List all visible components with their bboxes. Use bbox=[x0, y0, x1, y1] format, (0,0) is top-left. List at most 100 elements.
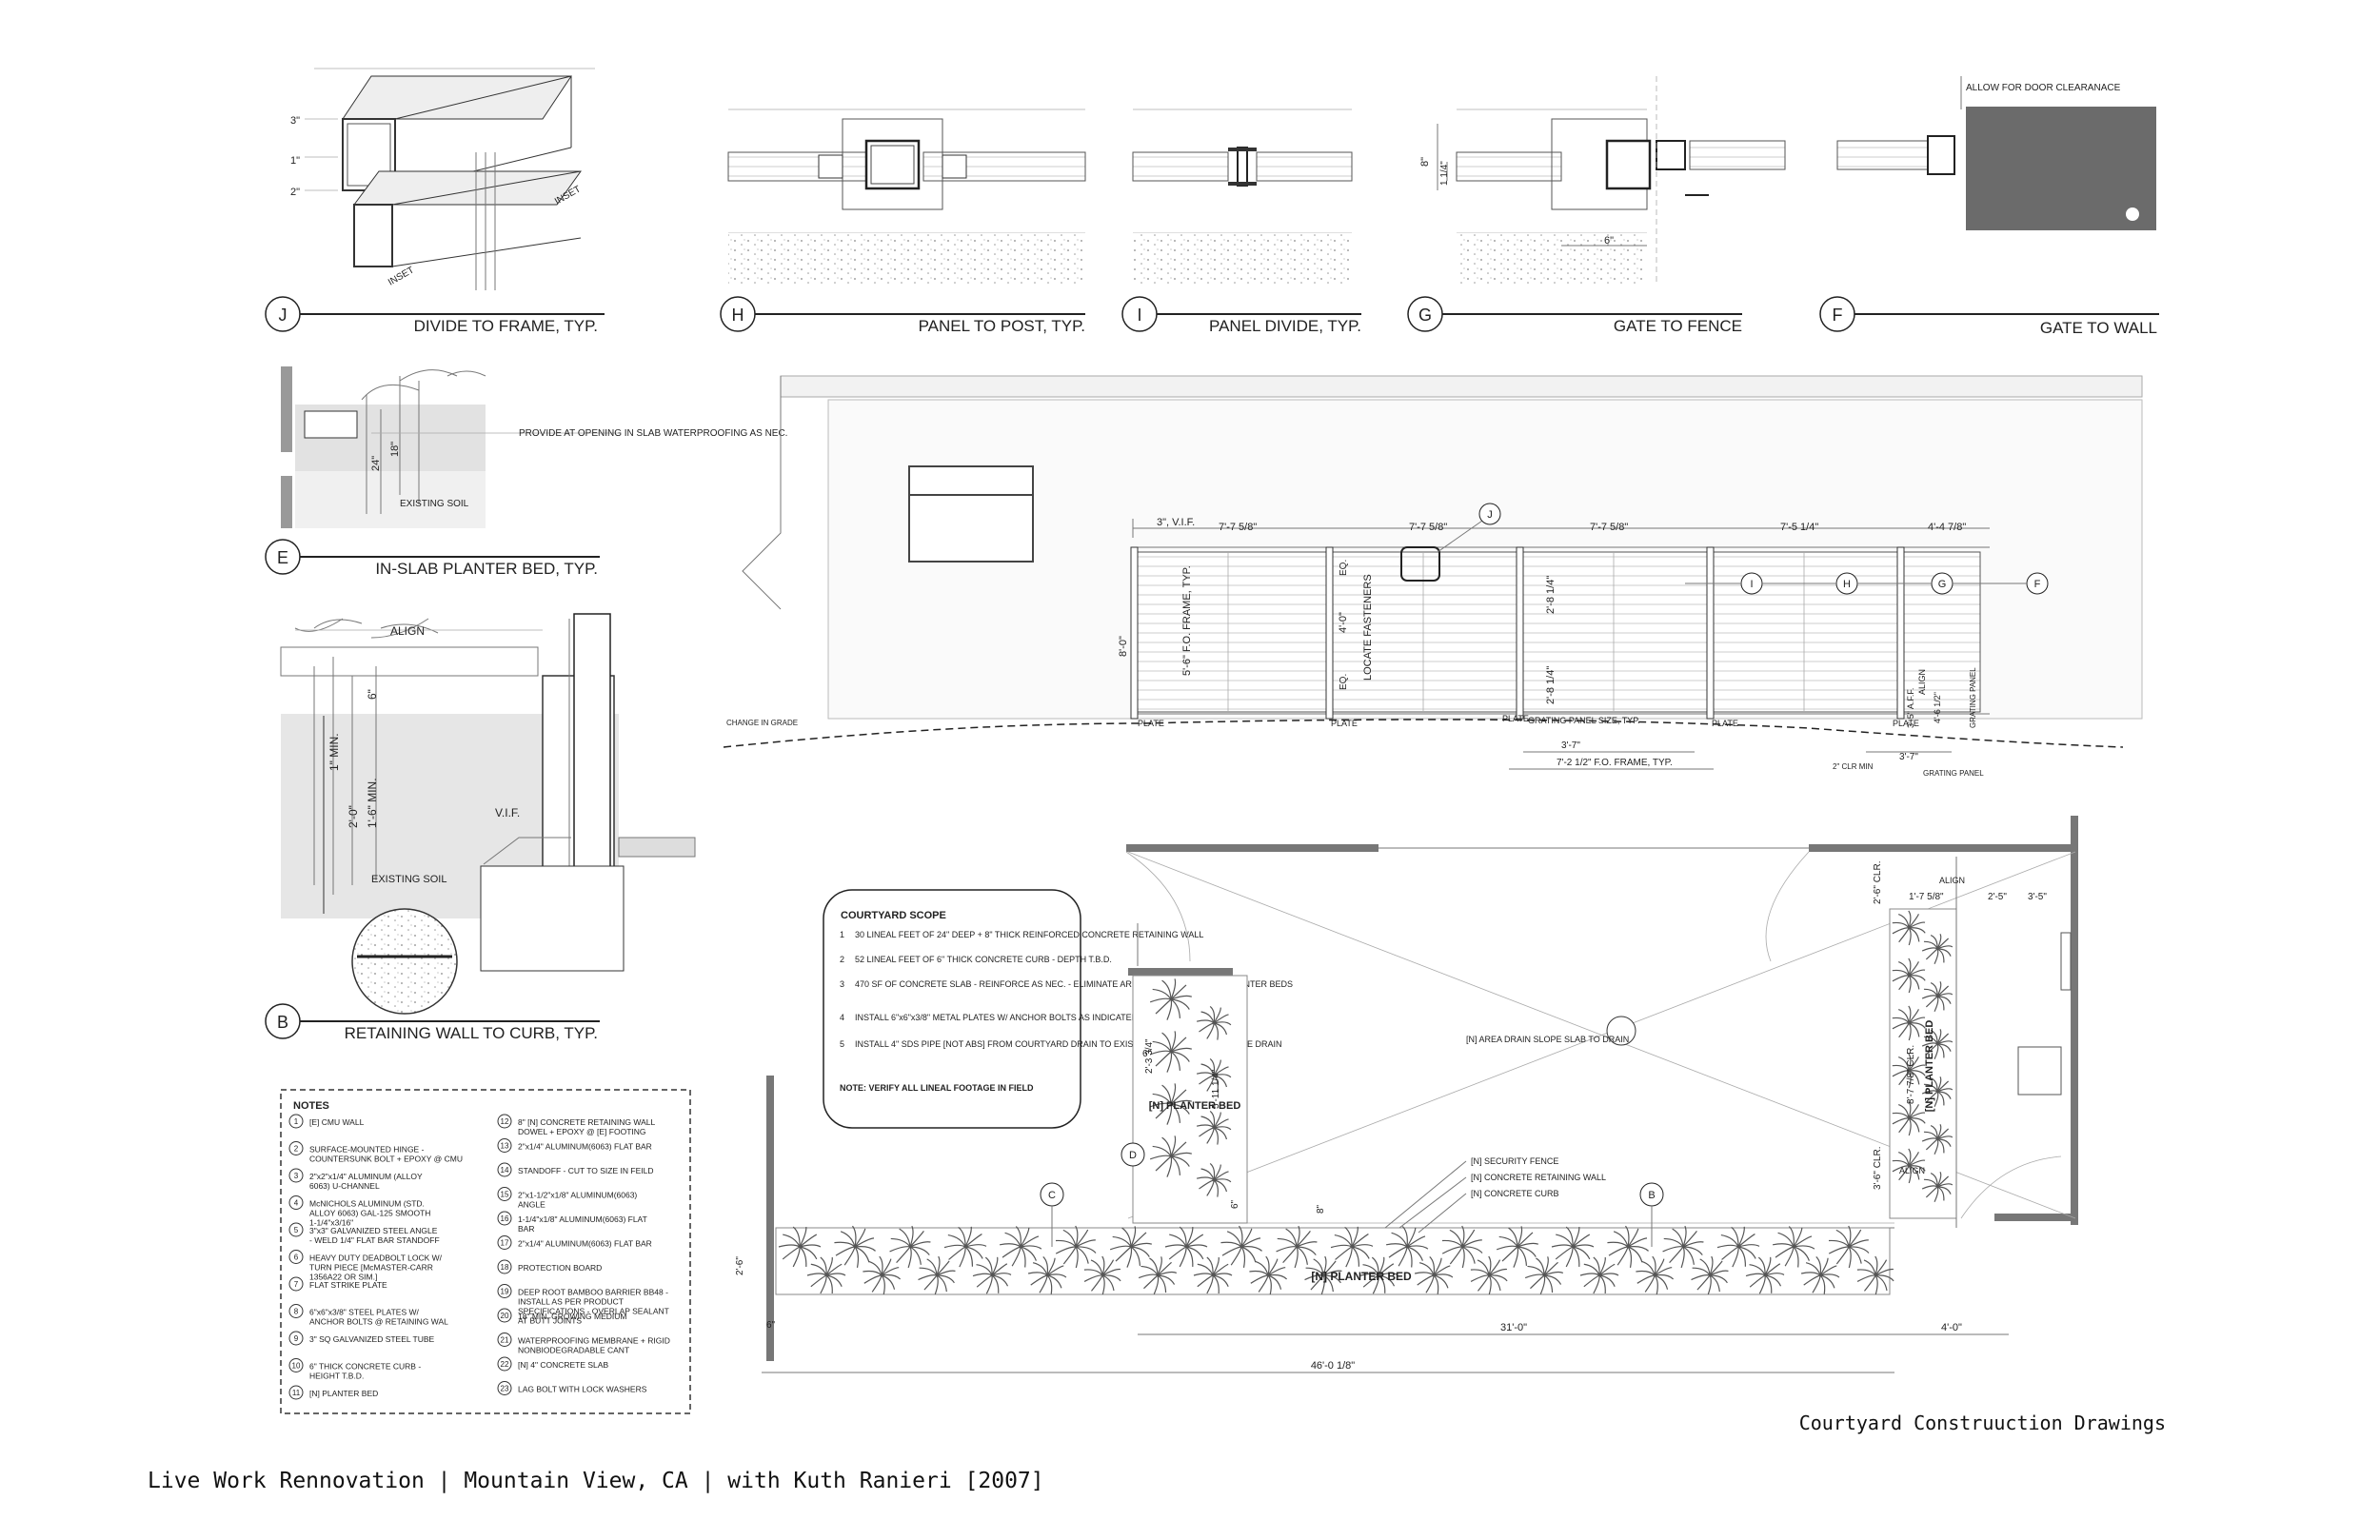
note-number: 14 bbox=[501, 1166, 509, 1175]
note-text: 2"x1/4" ALUMINUM(6063) FLAT BAR bbox=[518, 1142, 652, 1152]
plant-symbol bbox=[1921, 1076, 1954, 1107]
svg-text:PLATE: PLATE bbox=[1712, 719, 1738, 728]
detail-g: 8" 1 1/4" 6" bbox=[1419, 76, 1786, 286]
plant-symbol bbox=[1921, 1171, 1954, 1202]
note-number: 19 bbox=[501, 1288, 509, 1296]
note-text: STANDOFF - CUT TO SIZE IN FEILD bbox=[518, 1166, 653, 1175]
dim-3-5: 3'-5" bbox=[2028, 892, 2047, 902]
svg-text:8'-0": 8'-0" bbox=[1118, 636, 1129, 657]
note-number: 22 bbox=[501, 1360, 509, 1369]
dim-2-6: 2'-6" bbox=[735, 1256, 745, 1275]
note-number: 20 bbox=[501, 1312, 509, 1320]
note-number: 2 bbox=[294, 1145, 299, 1154]
plant-symbol bbox=[1109, 1226, 1153, 1268]
plant-symbol bbox=[1496, 1226, 1539, 1268]
svg-text:E: E bbox=[277, 548, 288, 567]
dim-3in: 3" bbox=[290, 115, 300, 127]
plant-symbol bbox=[1921, 933, 1954, 964]
plant-symbol bbox=[1276, 1225, 1318, 1269]
note-number: 10 bbox=[292, 1362, 301, 1371]
dim-2-3-3-4: 2'-3 3/4" bbox=[1144, 1038, 1155, 1074]
svg-text:ALIGN: ALIGN bbox=[1917, 669, 1927, 695]
note-number-circle bbox=[288, 1385, 304, 1400]
detail-title: PANEL DIVIDE, TYP. bbox=[1209, 317, 1361, 335]
note-number-circle bbox=[497, 1259, 512, 1274]
plant-symbol bbox=[1772, 1226, 1815, 1268]
note-number: 5 bbox=[294, 1226, 299, 1234]
plant-symbol bbox=[1892, 1053, 1926, 1089]
plant-symbol bbox=[1249, 1255, 1288, 1294]
align-label: ALIGN bbox=[1899, 1166, 1925, 1175]
scope-item: 470 SF OF CONCRETE SLAB - REINFORCE AS N… bbox=[855, 979, 1293, 989]
plant-symbol bbox=[1083, 1255, 1121, 1295]
note-number: 9 bbox=[294, 1334, 299, 1343]
dim-bay: 7'-7 5/8" bbox=[1590, 522, 1628, 533]
note-number: 6 bbox=[294, 1254, 299, 1262]
existing-soil-label: EXISTING SOIL bbox=[371, 874, 446, 885]
note-text: TURN PIECE [McMASTER-CARR bbox=[309, 1263, 433, 1273]
plant-symbol bbox=[1055, 1225, 1097, 1269]
detail-tag-g: G bbox=[1407, 296, 1742, 332]
note-number: 3 bbox=[294, 1172, 299, 1180]
plant-symbol bbox=[1691, 1255, 1729, 1295]
note-text: DEEP ROOT BAMBOO BARRIER BB48 - bbox=[518, 1288, 668, 1297]
plant-symbol bbox=[1414, 1256, 1454, 1294]
svg-text:7'-2 1/2" F.O. FRAME, TYP.: 7'-2 1/2" F.O. FRAME, TYP. bbox=[1557, 758, 1673, 768]
plant-symbol bbox=[778, 1226, 822, 1268]
callout-i: I bbox=[1750, 579, 1753, 590]
note-text: COUNTERSUNK BOLT + EPOXY @ CMU bbox=[309, 1155, 463, 1164]
note-number-circle bbox=[288, 1250, 304, 1264]
dim-6in: 6" bbox=[366, 689, 379, 700]
note-number: 4 bbox=[294, 1199, 299, 1208]
note-number: 1 bbox=[294, 1117, 299, 1126]
notes-box: NOTES bbox=[280, 1089, 691, 1414]
svg-text:I: I bbox=[1137, 306, 1141, 325]
note-text: FLAT STRIKE PLATE bbox=[309, 1280, 387, 1290]
plant-symbol bbox=[863, 1255, 902, 1294]
svg-text:4'-0": 4'-0" bbox=[1338, 612, 1349, 633]
note-number-circle bbox=[288, 1114, 304, 1129]
note-number-circle bbox=[288, 1168, 304, 1183]
plant-symbol bbox=[918, 1255, 956, 1295]
note-number-circle bbox=[288, 1222, 304, 1237]
sheet-title: Courtyard Construuction Drawings bbox=[1799, 1412, 2166, 1434]
note-number-circle bbox=[288, 1276, 304, 1292]
plant-symbol bbox=[1149, 1083, 1193, 1125]
leader-fence: [N] SECURITY FENCE bbox=[1471, 1156, 1558, 1166]
inset-label: INSET bbox=[387, 265, 416, 287]
note-text: [N] 4" CONCRETE SLAB bbox=[518, 1360, 608, 1370]
svg-text:4'-6 1/2": 4'-6 1/2" bbox=[1933, 692, 1942, 723]
note-number: 8 bbox=[294, 1308, 299, 1316]
plant-symbol bbox=[1330, 1226, 1374, 1268]
plant-symbol bbox=[1220, 1225, 1262, 1268]
dim-bay: 7'-7 5/8" bbox=[1219, 522, 1257, 533]
svg-text:GRATING PANEL: GRATING PANEL bbox=[1969, 667, 1977, 728]
plant-symbol bbox=[1551, 1226, 1595, 1268]
callout-b: B bbox=[1648, 1190, 1655, 1201]
plant-symbol bbox=[1385, 1226, 1429, 1268]
note-text: 6063) U-CHANNEL bbox=[309, 1181, 380, 1191]
note-number-circle bbox=[497, 1211, 512, 1226]
svg-text:2" CLR MIN: 2" CLR MIN bbox=[1833, 762, 1874, 771]
align-label: ALIGN bbox=[1939, 876, 1965, 885]
dim-6in: 6" bbox=[1230, 1199, 1240, 1209]
note-text: HEIGHT T.B.D. bbox=[309, 1372, 364, 1381]
dim-8in: 8" bbox=[1419, 157, 1431, 167]
scope-num: 4 bbox=[840, 1013, 844, 1022]
dim-6in: 6" bbox=[766, 1320, 776, 1331]
vif-label: V.I.F. bbox=[495, 806, 520, 819]
detail-f: ALLOW FOR DOOR CLEARANACE bbox=[1836, 76, 2156, 230]
note-number: 12 bbox=[501, 1117, 509, 1126]
note-text: [N] PLANTER BED bbox=[309, 1389, 378, 1398]
detail-tag-i: I bbox=[1121, 296, 1361, 332]
dim-1-1-4: 1 1/4" bbox=[1439, 161, 1450, 186]
svg-text:G: G bbox=[1418, 306, 1432, 325]
note-text: 8" [N] CONCRETE RETAINING WALL bbox=[518, 1117, 656, 1127]
scope-item: 52 LINEAL FEET OF 6" THICK CONCRETE CURB… bbox=[855, 955, 1112, 964]
scope-num: 2 bbox=[840, 955, 844, 964]
note-text: ALLOY 6063) GAL-125 SMOOTH bbox=[309, 1209, 430, 1218]
note-number: 16 bbox=[501, 1214, 509, 1223]
note-text: AT BUTT JOINTS bbox=[518, 1316, 582, 1326]
courtyard-plan bbox=[766, 816, 2078, 1361]
dim-4: 4'-0" bbox=[1941, 1322, 1962, 1333]
